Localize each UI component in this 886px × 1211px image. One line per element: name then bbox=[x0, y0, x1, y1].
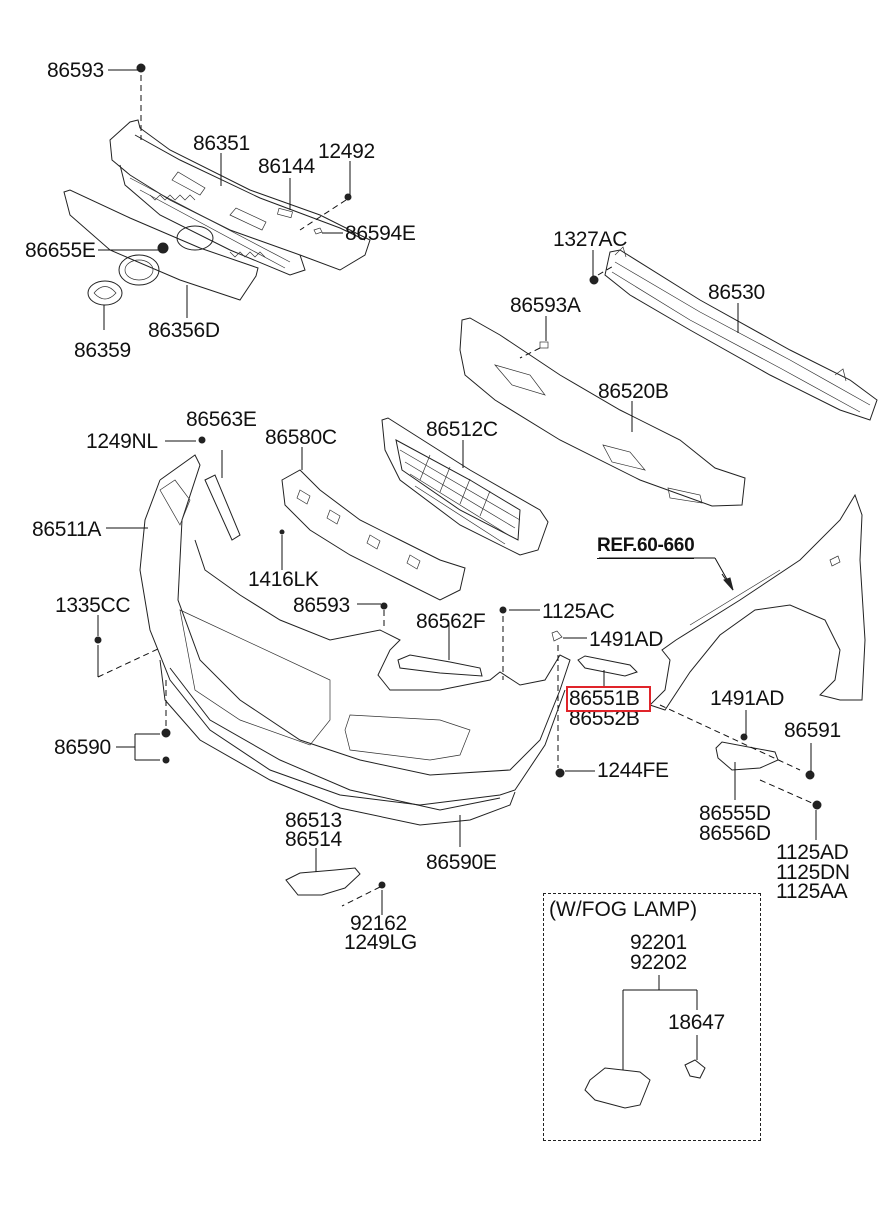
screw-12492 bbox=[344, 193, 352, 201]
clip-86593A bbox=[539, 341, 549, 349]
part-label-1125AC[interactable]: 1125AC bbox=[542, 600, 615, 623]
grille-bracket bbox=[281, 469, 466, 601]
nut-1327AC bbox=[589, 275, 599, 285]
part-label-1416LK[interactable]: 1416LK bbox=[248, 568, 319, 591]
part-label-86512C[interactable]: 86512C bbox=[426, 418, 498, 441]
fog-lamp-group-box bbox=[543, 893, 761, 1141]
bolt-1125AC bbox=[499, 606, 507, 614]
part-label-86552B[interactable]: 86552B bbox=[569, 707, 640, 730]
part-label-1491AD-right[interactable]: 1491AD bbox=[710, 687, 785, 710]
part-label-86655E[interactable]: 86655E bbox=[25, 239, 96, 262]
grille-garnish-strip bbox=[63, 189, 259, 301]
part-label-86530[interactable]: 86530 bbox=[708, 281, 765, 304]
part-label-86590[interactable]: 86590 bbox=[54, 736, 111, 759]
part-label-86593-mid[interactable]: 86593 bbox=[293, 594, 350, 617]
side-bracket-86563E bbox=[204, 474, 241, 541]
part-label-86590E[interactable]: 86590E bbox=[426, 851, 497, 874]
part-label-86513[interactable]: 86513 bbox=[285, 809, 342, 832]
part-label-86593A[interactable]: 86593A bbox=[510, 294, 581, 317]
bumper-cover bbox=[139, 454, 571, 806]
leader-lines bbox=[97, 69, 817, 1070]
part-label-86563E[interactable]: 86563E bbox=[186, 408, 257, 431]
screw-1249NL bbox=[198, 436, 206, 444]
clip-1491AD-right bbox=[740, 733, 748, 741]
part-label-86514[interactable]: 86514 bbox=[285, 828, 342, 851]
screw-92162 bbox=[378, 881, 386, 889]
part-label-92202[interactable]: 92202 bbox=[630, 951, 687, 974]
screw-1125AD bbox=[812, 800, 822, 810]
part-label-86562F[interactable]: 86562F bbox=[416, 610, 486, 633]
reference-label[interactable]: REF.60-660 bbox=[597, 535, 695, 559]
part-label-12492[interactable]: 12492 bbox=[318, 140, 375, 163]
emblem bbox=[87, 280, 123, 306]
clip-86593-mid bbox=[380, 602, 388, 610]
fog-lamp-bulb bbox=[684, 1059, 706, 1079]
fog-lamp-group-title: (W/FOG LAMP) bbox=[549, 898, 698, 921]
part-label-1125DN[interactable]: 1125DN bbox=[776, 861, 850, 884]
fog-lamp-cover bbox=[285, 867, 361, 896]
part-label-1327AC[interactable]: 1327AC bbox=[553, 228, 628, 251]
part-label-86591[interactable]: 86591 bbox=[784, 719, 841, 742]
part-label-86356D[interactable]: 86356D bbox=[148, 319, 220, 342]
part-label-1125AA[interactable]: 1125AA bbox=[776, 880, 848, 903]
bracket-86551B bbox=[577, 655, 638, 677]
fog-lamp bbox=[584, 1067, 651, 1109]
screw-1244FE bbox=[555, 768, 565, 778]
part-label-86351[interactable]: 86351 bbox=[193, 132, 250, 155]
part-label-86551B[interactable]: 86551B bbox=[569, 687, 640, 710]
garnish-86562F bbox=[397, 654, 483, 677]
part-label-1249NL[interactable]: 1249NL bbox=[86, 430, 158, 453]
part-label-86555D[interactable]: 86555D bbox=[699, 802, 771, 825]
radiator-grille-assembly bbox=[109, 119, 371, 276]
part-label-1335CC[interactable]: 1335CC bbox=[55, 594, 131, 617]
fender-reference bbox=[649, 493, 866, 711]
part-label-86520B[interactable]: 86520B bbox=[598, 380, 669, 403]
part-label-86580C[interactable]: 86580C bbox=[265, 426, 337, 449]
clip-1416LK bbox=[279, 529, 285, 535]
lower-lip bbox=[159, 659, 516, 826]
part-label-86359[interactable]: 86359 bbox=[74, 339, 131, 362]
part-label-86594E[interactable]: 86594E bbox=[345, 222, 416, 245]
energy-absorber bbox=[459, 317, 746, 507]
lower-lip-inner bbox=[169, 667, 501, 811]
part-label-86593[interactable]: 86593 bbox=[47, 59, 104, 82]
clip-86594E bbox=[313, 227, 323, 235]
screw-86590-a bbox=[161, 728, 171, 738]
ref-arrowhead bbox=[723, 577, 734, 591]
clip-86593-top bbox=[136, 63, 146, 73]
part-label-86556D[interactable]: 86556D bbox=[699, 822, 771, 845]
label-86144 bbox=[277, 207, 293, 219]
highlight-box bbox=[566, 686, 651, 712]
bumper-beam bbox=[604, 246, 878, 421]
clip-1491AD-left bbox=[551, 630, 563, 642]
nut-86655E bbox=[157, 242, 169, 254]
part-label-1244FE[interactable]: 1244FE bbox=[597, 759, 669, 782]
part-label-92162[interactable]: 92162 bbox=[350, 912, 407, 935]
nut-1335CC bbox=[94, 636, 102, 644]
screw-86590-b bbox=[162, 756, 170, 764]
lower-grille bbox=[381, 417, 549, 556]
part-label-92201[interactable]: 92201 bbox=[630, 931, 687, 954]
part-label-1125AD[interactable]: 1125AD bbox=[776, 841, 849, 864]
part-label-86144[interactable]: 86144 bbox=[258, 155, 315, 178]
screw-86591 bbox=[805, 770, 815, 780]
side-bracket-86555D bbox=[715, 741, 779, 771]
part-label-18647[interactable]: 18647 bbox=[668, 1011, 725, 1034]
part-label-1491AD[interactable]: 1491AD bbox=[589, 628, 664, 651]
part-label-1249LG[interactable]: 1249LG bbox=[344, 931, 417, 954]
part-label-86511A[interactable]: 86511A bbox=[32, 518, 102, 541]
